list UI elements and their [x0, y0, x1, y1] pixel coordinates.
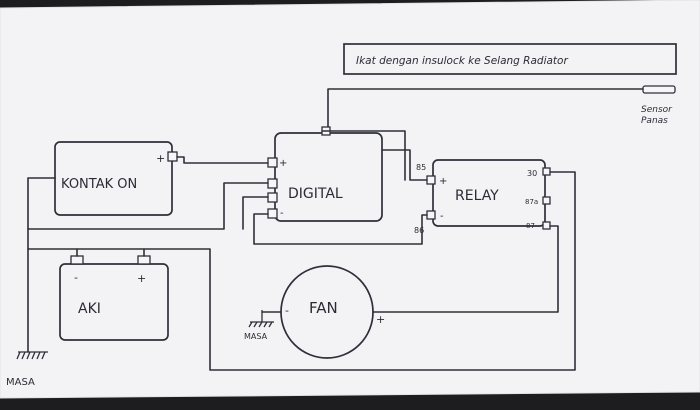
digital-plus: +: [279, 158, 287, 169]
wire-digital-to-relay85: [381, 149, 428, 181]
kontak-on-terminal: [167, 151, 178, 162]
wire-digital-2: [27, 182, 269, 230]
relay-pin-86: 86: [414, 226, 424, 235]
sensor-label-line2: Panas: [641, 116, 668, 126]
relay-terminal-87: [542, 221, 551, 230]
aki-box: [59, 263, 169, 341]
relay-terminal-30: [542, 167, 551, 176]
aki-minus: -: [74, 271, 78, 284]
relay-pin-87: 87: [526, 222, 535, 230]
wire-digital-top: [321, 130, 406, 181]
relay-pin-85: 85: [416, 163, 426, 172]
digital-terminal-plus: [267, 157, 278, 168]
relay-terminal-85: [426, 175, 436, 185]
relay-box: [432, 159, 546, 227]
kontak-on-label: KONTAK ON: [61, 177, 137, 192]
relay-pin-30: 30: [527, 169, 537, 178]
kontak-on-plus: +: [156, 152, 165, 165]
fan-masa-label: MASA: [244, 332, 268, 341]
relay-terminal-86: [426, 210, 436, 220]
fan-minus: -: [285, 304, 289, 317]
aki-label: AKI: [78, 301, 101, 317]
wire-digital-minus: [253, 213, 428, 245]
note-text: Ikat dengan insulock ke Selang Radiator: [356, 55, 568, 67]
digital-terminal-2: [267, 178, 278, 189]
aki-plus: +: [137, 272, 146, 285]
wire-kontak-return: [27, 171, 576, 371]
main-ground-symbol: [16, 351, 48, 360]
main-masa-label: MASA: [6, 377, 35, 388]
fan-plus: +: [376, 313, 385, 326]
paper-sheet: [0, 0, 700, 399]
relay-minus: -: [440, 211, 444, 222]
relay-label: RELAY: [455, 188, 499, 204]
aki-terminal-minus: [70, 255, 84, 265]
digital-terminal-minus: [267, 208, 278, 219]
digital-minus: -: [280, 208, 284, 219]
wire-digital-3: [242, 196, 269, 230]
relay-plus: +: [439, 176, 447, 187]
sensor-probe: [642, 85, 676, 94]
digital-label: DIGITAL: [288, 186, 343, 202]
fan-label: FAN: [309, 299, 338, 317]
relay-pin-87a: 87a: [525, 198, 538, 206]
wire-kontak-to-digital-plus: [176, 156, 269, 164]
aki-terminal-plus: [137, 255, 151, 265]
wire-relay87-to-fan: [372, 225, 559, 313]
sensor-label-line1: Sensor: [641, 105, 673, 115]
note-box: [343, 43, 677, 75]
digital-terminal-3: [267, 192, 278, 203]
relay-terminal-87a: [542, 196, 551, 205]
